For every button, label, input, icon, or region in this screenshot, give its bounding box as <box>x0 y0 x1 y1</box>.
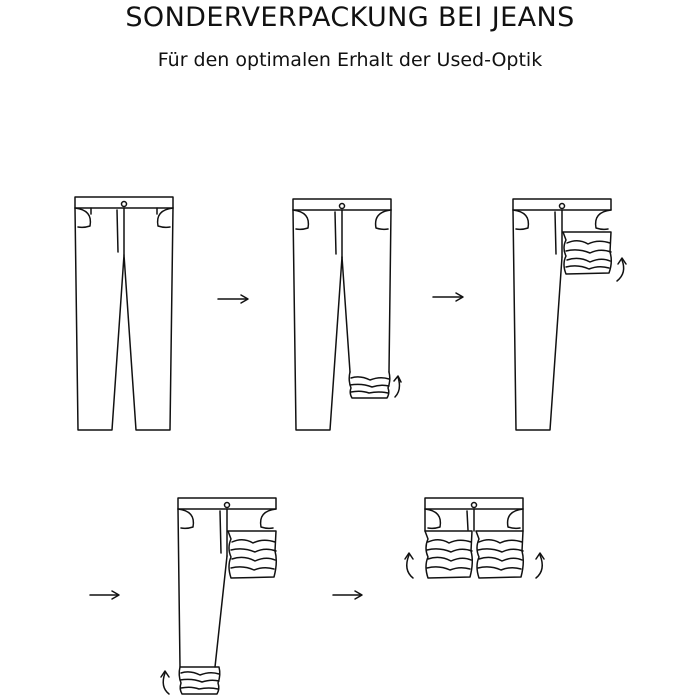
rolled-leg-left <box>425 531 472 578</box>
step-1-jeans-flat <box>75 197 173 430</box>
step-2-jeans-hem-rolled <box>293 199 401 430</box>
rolled-leg-right <box>476 531 523 578</box>
page-title: SONDERVERPACKUNG BEI JEANS <box>125 2 575 33</box>
arrow-right-icon <box>433 293 463 301</box>
step-4-jeans-other-hem-rolled <box>161 498 276 694</box>
arrow-right-icon <box>90 591 119 599</box>
roll-up-arrow-icon <box>617 258 626 281</box>
roll-up-arrow-icon <box>405 553 413 578</box>
rolled-leg <box>563 232 611 274</box>
step-5-jeans-both-rolled <box>405 498 544 578</box>
roll-up-arrow-icon <box>161 671 169 694</box>
page-subtitle: Für den optimalen Erhalt der Used-Optik <box>157 49 543 71</box>
rolled-hem <box>349 372 390 398</box>
rolled-leg <box>228 531 276 578</box>
roll-up-arrow-icon <box>536 553 544 578</box>
step-3-jeans-leg-rolled-up <box>513 199 626 430</box>
arrow-right-icon <box>218 295 248 303</box>
roll-up-arrow-icon <box>394 376 401 397</box>
rolled-hem <box>179 667 220 694</box>
arrow-right-icon <box>333 591 362 599</box>
